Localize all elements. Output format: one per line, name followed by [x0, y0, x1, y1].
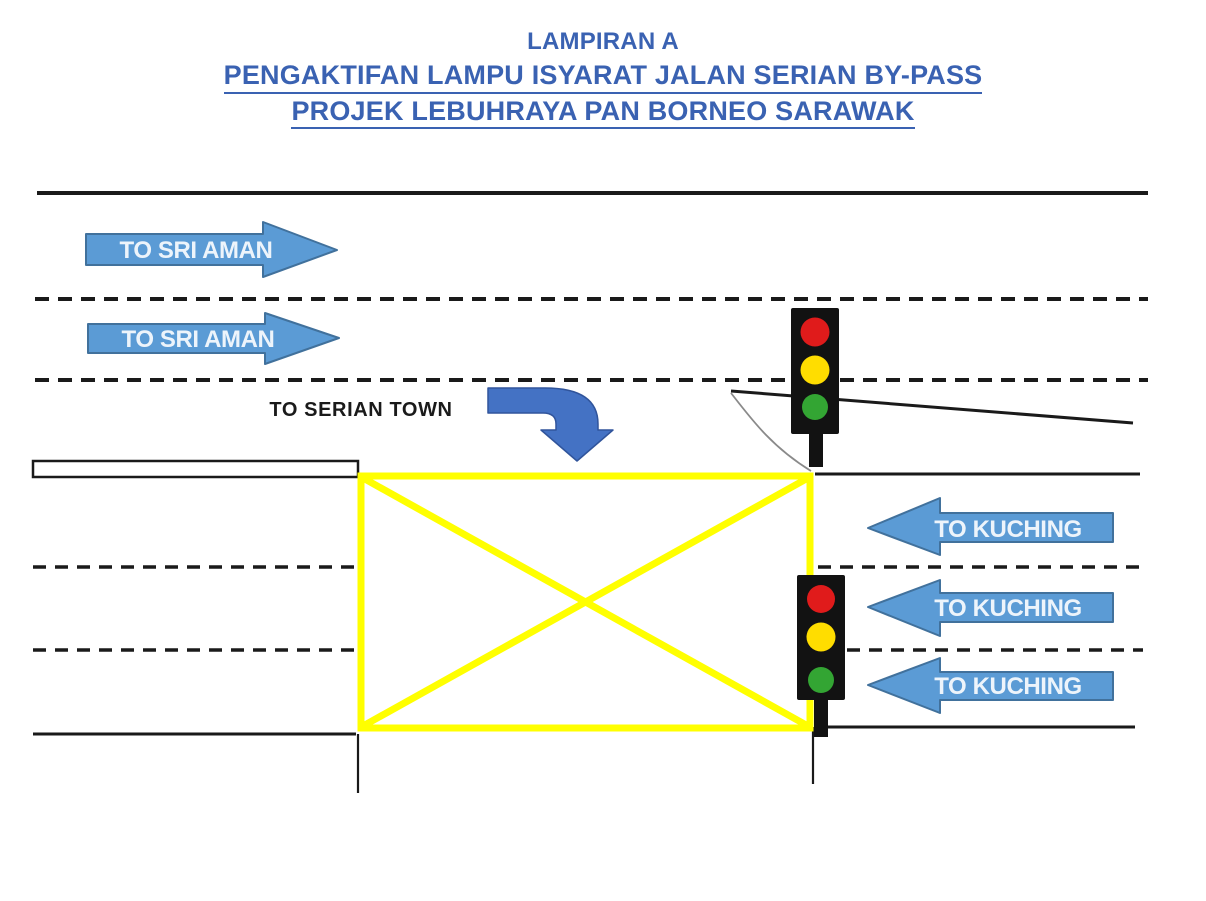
to-sri-aman-label-1: TO SRI AMAN	[120, 237, 273, 264]
median-island	[31, 459, 360, 479]
title-lampiran: LAMPIRAN A	[527, 28, 679, 55]
left-arrow-icon-kuching-3	[867, 657, 1114, 714]
to-kuching-label-3: TO KUCHING	[934, 673, 1082, 700]
to-sri-aman-label-2: TO SRI AMAN	[122, 326, 275, 353]
traffic-light-north-post	[809, 434, 823, 467]
to-kuching-label-1: TO KUCHING	[934, 516, 1082, 543]
left-arrow-icon-kuching-1	[867, 497, 1114, 556]
bent-down-arrow-icon-serian	[487, 387, 614, 462]
red-light-icon-north	[800, 317, 830, 347]
title-projek: PROJEK LEBUHRAYA PAN BORNEO SARAWAK	[291, 96, 915, 130]
right-arrow-icon-sri-aman-1	[85, 221, 338, 278]
left-arrow-icon-kuching-2	[867, 579, 1114, 637]
title-block: LAMPIRAN A PENGAKTIFAN LAMPU ISYARAT JAL…	[0, 28, 1206, 130]
slip-road-merge-curve	[730, 392, 812, 472]
green-light-icon-south	[808, 667, 834, 693]
to-kuching-label-2: TO KUCHING	[934, 595, 1082, 622]
green-light-icon-north	[802, 394, 828, 420]
right-arrow-icon-sri-aman-2	[87, 312, 340, 365]
title-pengaktifan: PENGAKTIFAN LAMPU ISYARAT JALAN SERIAN B…	[223, 60, 983, 94]
box-junction-diagonal-2	[361, 474, 810, 730]
yellow-light-icon-north	[800, 355, 830, 385]
traffic-light-south	[797, 575, 845, 737]
traffic-light-north	[791, 308, 839, 467]
traffic-light-south-post	[814, 699, 828, 737]
to-serian-town-label: TO SERIAN TOWN	[269, 399, 452, 421]
yellow-light-icon-south	[806, 622, 836, 652]
box-junction	[357, 472, 814, 732]
red-light-icon-south	[807, 585, 835, 613]
